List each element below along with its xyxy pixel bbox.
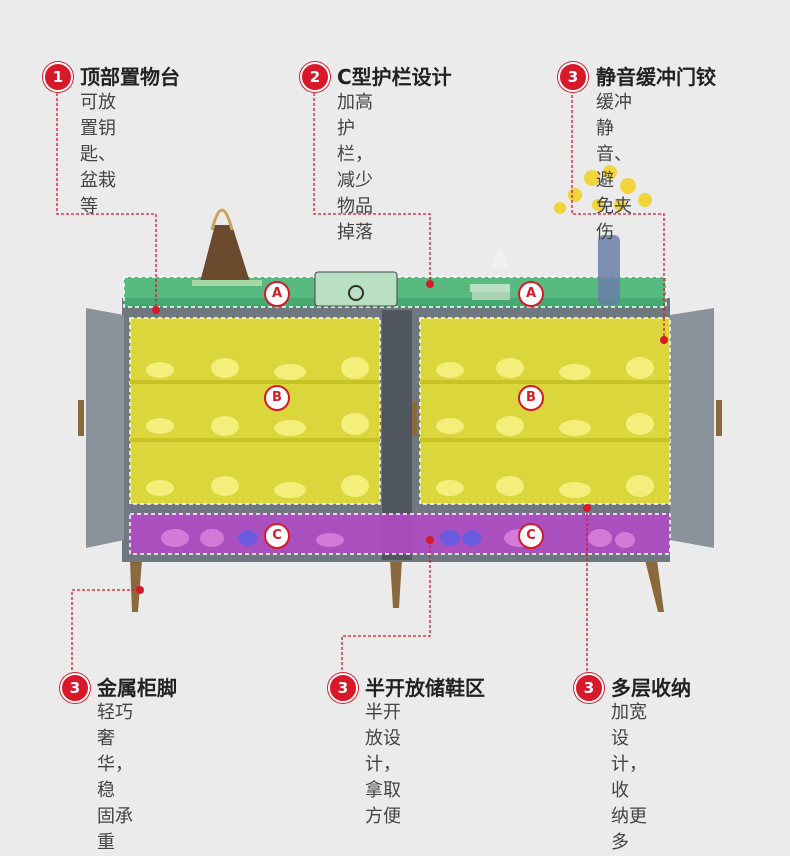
speaker-icon bbox=[314, 271, 398, 307]
zone-b-label-left: B bbox=[264, 385, 290, 411]
zone-c-label-right: C bbox=[518, 523, 544, 549]
callout-title: 金属柜脚 bbox=[97, 676, 177, 700]
zone-a-label-left: A bbox=[264, 281, 290, 307]
zone-a-label-right: A bbox=[518, 281, 544, 307]
callout-desc: 可放置钥匙、 盆栽等 bbox=[80, 92, 116, 217]
number-badge: 3 bbox=[60, 673, 90, 703]
left-door bbox=[86, 308, 124, 548]
zone-b-label-right: B bbox=[518, 385, 544, 411]
handbag-icon bbox=[192, 208, 262, 286]
callout-desc: 加宽设计，收 纳更多 bbox=[611, 702, 647, 853]
callout-title: 静音缓冲门铰 bbox=[596, 65, 716, 89]
callout-title: C型护栏设计 bbox=[337, 65, 452, 89]
zone-c-label-left: C bbox=[264, 523, 290, 549]
number-badge: 2 bbox=[300, 62, 330, 92]
callout-title: 半开放储鞋区 bbox=[365, 676, 485, 700]
zone-b-right bbox=[420, 318, 670, 504]
flower-vase-icon bbox=[554, 165, 652, 305]
number-badge: 1 bbox=[43, 62, 73, 92]
shoe-icon bbox=[146, 357, 654, 498]
product-infographic: A A B B C C 1 顶部置物台 可放置钥匙、 盆栽等 2 C型护栏设计 … bbox=[43, 62, 722, 853]
callout-desc: 缓冲静音、避 免夹伤 bbox=[596, 92, 632, 243]
number-badge: 3 bbox=[558, 62, 588, 92]
callout-desc: 轻巧奢华，稳 固承重 bbox=[97, 702, 133, 853]
leader-lines bbox=[56, 88, 665, 672]
number-badge: 3 bbox=[574, 673, 604, 703]
cabinet-illustration bbox=[56, 88, 722, 672]
callout-title: 多层收纳 bbox=[611, 676, 691, 700]
metal-legs bbox=[130, 560, 664, 612]
callout-desc: 半开放设计， 拿取方便 bbox=[365, 702, 401, 827]
zone-b-left bbox=[130, 318, 380, 504]
number-badge: 3 bbox=[328, 673, 358, 703]
right-door bbox=[670, 308, 714, 548]
callout-desc: 加高护栏，减少 物品掉落 bbox=[337, 92, 373, 243]
book-stack-icon bbox=[470, 244, 510, 300]
callout-title: 顶部置物台 bbox=[80, 65, 180, 89]
